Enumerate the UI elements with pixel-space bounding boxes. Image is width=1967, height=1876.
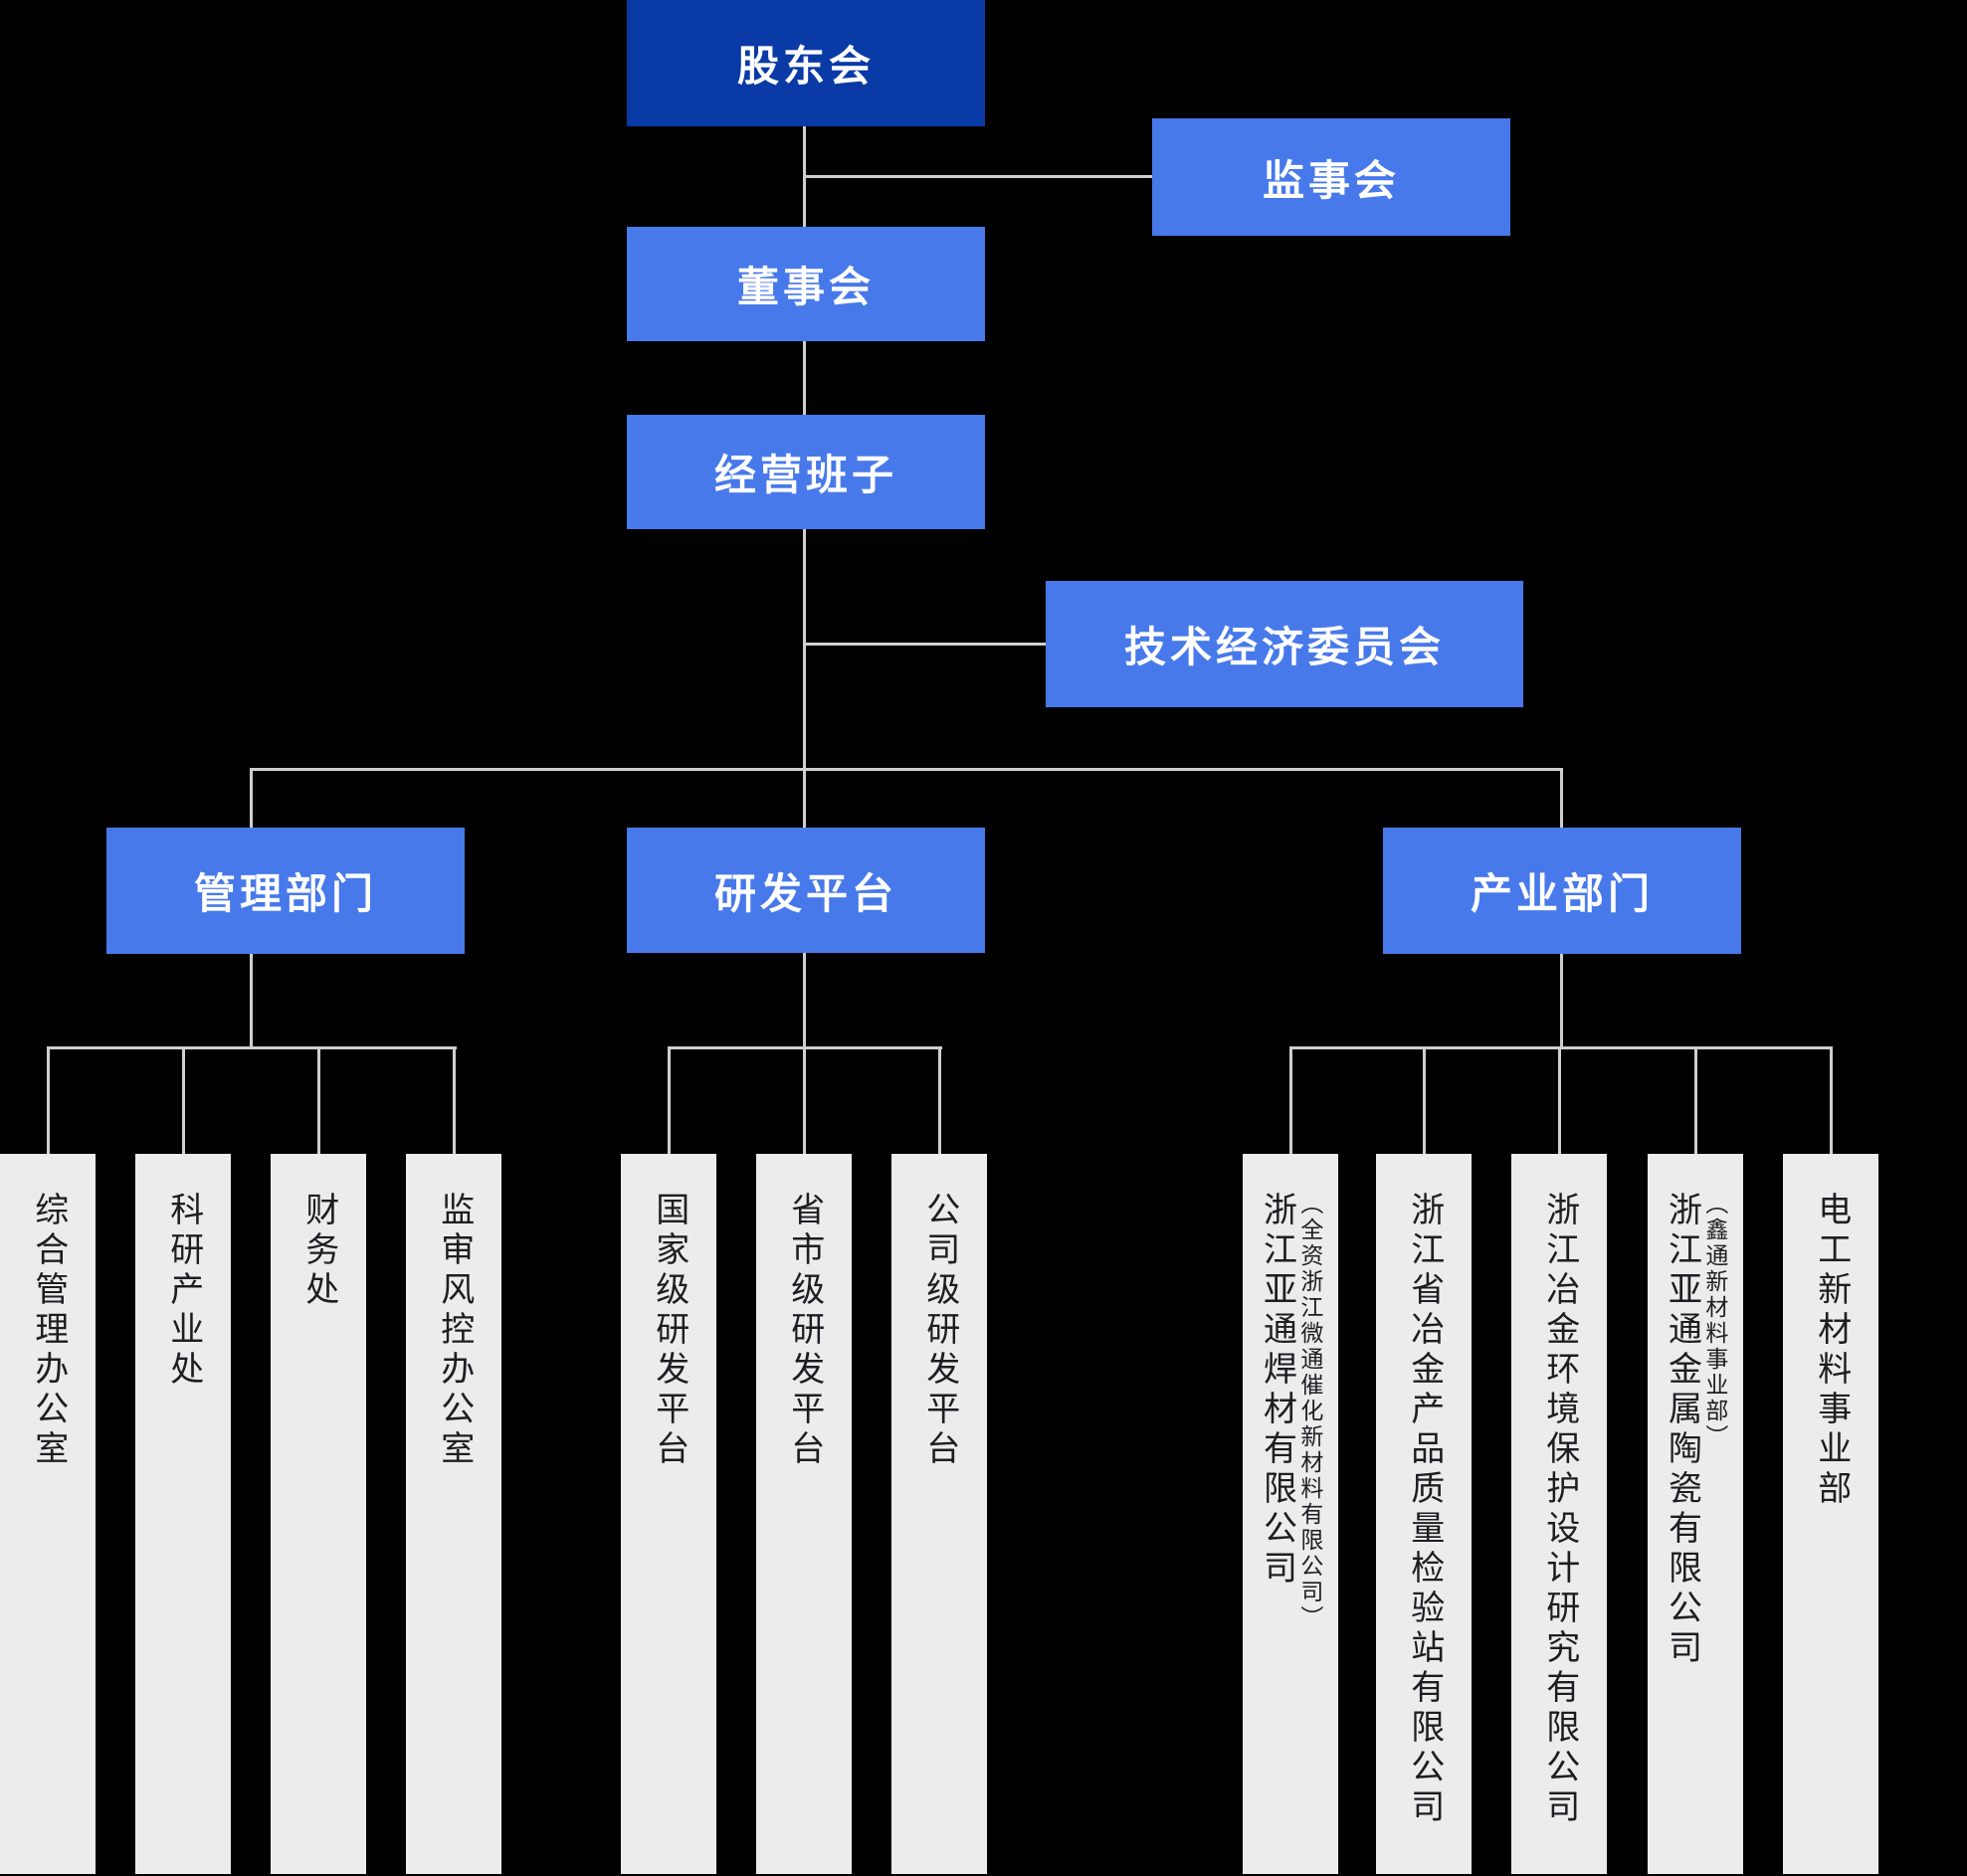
connector-drop-child xyxy=(317,1046,320,1154)
connector-drop-child xyxy=(1830,1046,1833,1154)
leaf-label: 浙江亚通焊材有限公司 xyxy=(1258,1192,1296,1590)
leaf-label: 浙江冶金环境保护设计研究有限公司 xyxy=(1540,1192,1579,1828)
org-leaf-electrical-new-materials: 电工新材料事业部 xyxy=(1783,1154,1878,1874)
org-leaf-general-management-office: 综合管理办公室 xyxy=(0,1154,96,1874)
org-node-branch-rnd-platform: 研发平台 xyxy=(627,828,985,953)
connector-drop-child xyxy=(668,1046,671,1154)
connector-to-supervisory xyxy=(803,175,1152,178)
leaf-label: 省市级研发平台 xyxy=(785,1192,824,1470)
org-node-branch-industry: 产业部门 xyxy=(1383,828,1741,954)
org-leaf-provincial-rnd-platform: 省市级研发平台 xyxy=(756,1154,852,1874)
leaf-label: 电工新材料事业部 xyxy=(1812,1192,1851,1510)
leaf-label: 浙江省冶金产品质量检验站有限公司 xyxy=(1405,1192,1444,1828)
org-leaf-research-industry-division: 科研产业处 xyxy=(135,1154,231,1874)
connector-drop-child xyxy=(1558,1046,1561,1154)
connector-drop-management xyxy=(250,768,253,828)
org-node-management-team: 经营班子 xyxy=(627,415,985,529)
connector-drop-child xyxy=(47,1046,50,1154)
connector-mgmtteam-down xyxy=(803,529,806,828)
connector-drop-child xyxy=(1289,1046,1292,1154)
connector-industry-distributor xyxy=(1289,1046,1833,1049)
leaf-label: 浙江亚通金属陶瓷有限公司 xyxy=(1663,1192,1701,1669)
org-leaf-metallurgical-quality-inspection: 浙江省冶金产品质量检验站有限公司 xyxy=(1376,1154,1472,1874)
connector-management-distributor xyxy=(47,1046,457,1049)
leaf-label: 监审风控办公室 xyxy=(435,1192,474,1470)
connector-drop-child xyxy=(803,1046,806,1154)
connector-rnd-down xyxy=(803,953,806,1048)
connector-main-distributor xyxy=(251,768,1563,771)
connector-drop-child xyxy=(453,1046,456,1154)
org-node-branch-management: 管理部门 xyxy=(106,828,465,954)
connector-to-committee xyxy=(803,643,1046,646)
connector-drop-child xyxy=(182,1046,185,1154)
connector-industry-down xyxy=(1560,954,1563,1048)
leaf-label: 公司级研发平台 xyxy=(920,1192,959,1470)
org-node-shareholders: 股东会 xyxy=(627,0,985,126)
connector-drop-child xyxy=(1423,1046,1426,1154)
org-leaf-finance-division: 财务处 xyxy=(271,1154,366,1874)
leaf-label: 财务处 xyxy=(299,1192,338,1311)
leaf-label: 国家级研发平台 xyxy=(650,1192,688,1470)
leaf-sub-label: （鑫通新材料事业部） xyxy=(1701,1192,1728,1450)
connector-drop-industry xyxy=(1560,768,1563,828)
org-leaf-national-rnd-platform: 国家级研发平台 xyxy=(621,1154,716,1874)
connector-board-mgmtteam xyxy=(803,341,806,415)
leaf-label: 科研产业处 xyxy=(164,1192,203,1391)
org-leaf-company-rnd-platform: 公司级研发平台 xyxy=(891,1154,987,1874)
org-leaf-yatong-welding-materials: 浙江亚通焊材有限公司 （全资浙江微通催化新材料有限公司） xyxy=(1243,1154,1338,1874)
org-leaf-environmental-protection-design: 浙江冶金环境保护设计研究有限公司 xyxy=(1511,1154,1607,1874)
leaf-sub-label: （全资浙江微通催化新材料有限公司） xyxy=(1296,1192,1323,1631)
org-node-supervisory-board: 监事会 xyxy=(1152,118,1510,236)
org-node-board-of-directors: 董事会 xyxy=(627,227,985,341)
connector-drop-child xyxy=(938,1046,941,1154)
connector-management-down xyxy=(250,954,253,1048)
org-node-tech-economic-committee: 技术经济委员会 xyxy=(1046,581,1523,707)
leaf-label: 综合管理办公室 xyxy=(29,1192,68,1470)
org-leaf-audit-risk-control-office: 监审风控办公室 xyxy=(406,1154,501,1874)
org-leaf-metal-ceramics: 浙江亚通金属陶瓷有限公司 （鑫通新材料事业部） xyxy=(1648,1154,1743,1874)
connector-drop-child xyxy=(1694,1046,1697,1154)
